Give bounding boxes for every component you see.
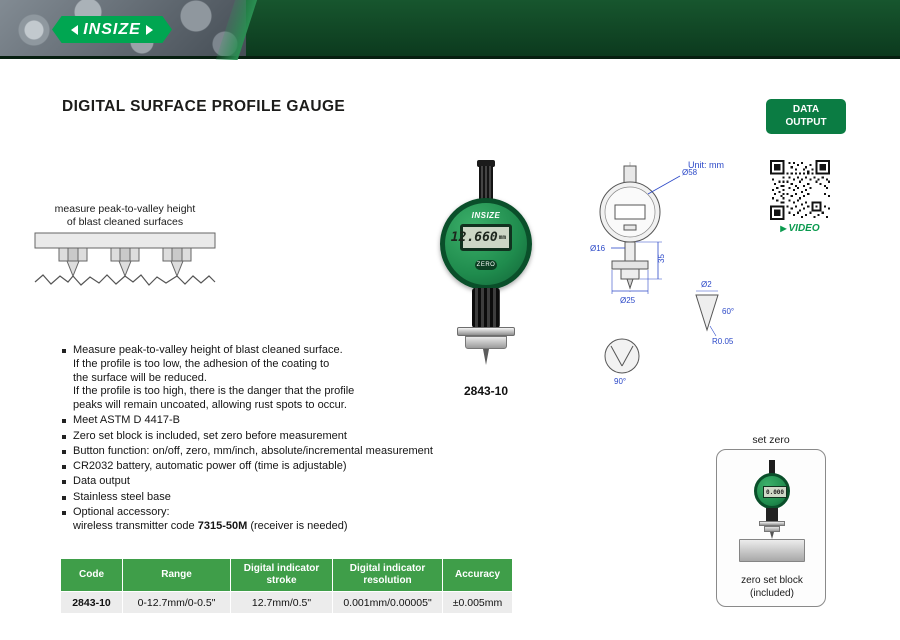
gauge-cap <box>477 160 495 167</box>
bullet-icon <box>62 465 66 469</box>
dim-35: 35 <box>657 254 666 263</box>
bullet-icon <box>62 349 66 353</box>
header-band: INSIZE <box>0 0 900 60</box>
dim-d25: Ø25 <box>620 296 636 305</box>
set-zero-label: set zero <box>752 434 790 446</box>
video-label-text: VIDEO <box>788 223 820 234</box>
feature-text: Stainless steel base <box>73 490 171 503</box>
list-item-optional-accessory: Optional accessory:wireless transmitter … <box>62 506 482 534</box>
bullet-icon <box>62 495 66 500</box>
col-header-resolution: Digital indicator resolution <box>332 558 443 592</box>
bullet-icon <box>62 419 66 424</box>
set-zero-panel: 0.000 zero set block (included) <box>716 449 826 607</box>
bullet-icon <box>62 449 66 454</box>
cell-resolution: 0.001mm/0.00005" <box>332 591 443 614</box>
col-header-accuracy: Accuracy <box>442 558 513 592</box>
cell-accuracy: ±0.005mm <box>442 591 513 614</box>
mini-gauge-base <box>764 526 780 532</box>
insize-logo: INSIZE <box>52 16 172 43</box>
cell-stroke: 12.7mm/0.5" <box>230 591 333 614</box>
blast-surface-drawing <box>34 232 216 286</box>
feature-text: Zero set block is included, set zero bef… <box>73 429 347 442</box>
blast-surface-illustration <box>33 230 217 302</box>
table-row: 2843-10 0-12.7mm/0-0.5" 12.7mm/0.5" 0.00… <box>60 591 513 614</box>
bullet-icon <box>62 510 66 515</box>
feature-list: Measure peak-to-valley height of blast c… <box>62 344 482 535</box>
qr-code-graphic <box>770 160 830 220</box>
feature-text: Data output <box>73 475 130 488</box>
feature-text: Button function: on/off, zero, mm/inch, … <box>73 444 433 457</box>
col-header-code: Code <box>60 558 123 592</box>
mini-gauge-flange <box>759 521 785 526</box>
list-item: Stainless steel base <box>62 491 482 505</box>
dim-90: 90° <box>614 377 626 386</box>
mini-gauge-tip <box>770 532 774 539</box>
optional-accessory-code: 7315-50M <box>197 519 248 532</box>
gauge-contact-tip <box>483 349 489 365</box>
product-code-label: 2843-10 <box>463 384 509 398</box>
data-output-badge: DATA OUTPUT <box>766 99 846 134</box>
dim-r005: R0.05 <box>712 337 734 346</box>
list-item: Zero set block is included, set zero bef… <box>62 430 482 444</box>
feature-text: Measure peak-to-valley height of blast c… <box>73 344 355 411</box>
table-header-row: Code Range Digital indicator stroke Digi… <box>60 558 513 592</box>
list-item: Measure peak-to-valley height of blast c… <box>62 344 482 413</box>
feature-text: CR2032 battery, automatic power off (tim… <box>73 460 347 472</box>
set-zero-photo: 0.000 <box>717 458 827 564</box>
col-header-range: Range <box>122 558 231 592</box>
dim-d58: Ø58 <box>682 168 698 177</box>
bullet-icon <box>62 434 66 439</box>
mini-gauge-body: 0.000 <box>754 473 790 509</box>
gauge-collar <box>472 288 500 328</box>
zero-block-caption: zero set block (included) <box>741 575 803 599</box>
bullet-icon <box>62 480 66 485</box>
dim-60: 60° <box>722 307 734 316</box>
col-header-stroke: Digital indicator stroke <box>230 558 333 592</box>
lcd-unit: mm <box>498 234 506 241</box>
cell-code: 2843-10 <box>60 591 123 614</box>
logo-arrow-left-icon <box>71 24 79 35</box>
optional-accessory-prefix: wireless transmitter code <box>73 519 198 532</box>
play-icon: ▶ <box>780 224 787 233</box>
dim-d2: Ø2 <box>701 280 712 289</box>
feature-text: Meet ASTM D 4417-B <box>73 414 180 427</box>
page-title: DIGITAL SURFACE PROFILE GAUGE <box>62 98 346 115</box>
feature-text: Optional accessory:wireless transmitter … <box>73 506 348 534</box>
gauge-base <box>465 336 507 349</box>
list-item: Meet ASTM D 4417-B <box>62 414 482 428</box>
zero-button: ZERO <box>475 260 497 270</box>
optional-accessory-intro: Optional accessory: <box>73 505 170 518</box>
mini-gauge-collar <box>766 508 778 522</box>
mini-gauge-stem <box>769 460 775 474</box>
cell-range: 0-12.7mm/0-0.5" <box>122 591 231 614</box>
unit-note: Unit: mm <box>688 160 724 170</box>
dim-d16: Ø16 <box>590 244 606 253</box>
video-link[interactable]: ▶VIDEO <box>766 223 834 234</box>
zero-set-block <box>739 539 805 562</box>
logo-arrow-right-icon <box>145 24 153 35</box>
gauge-stem <box>479 166 493 200</box>
logo-text: INSIZE <box>83 20 141 38</box>
dimension-drawing: Unit: mm Ø58 Ø16 35 Ø2 <box>590 160 734 386</box>
illustration-caption: measure peak-to-valley height of blast c… <box>54 203 196 229</box>
list-item: CR2032 battery, automatic power off (tim… <box>62 460 482 474</box>
mini-gauge-lcd: 0.000 <box>763 486 787 498</box>
qr-code[interactable] <box>770 160 830 220</box>
list-item: Button function: on/off, zero, mm/inch, … <box>62 445 482 459</box>
gauge-brand-label: INSIZE <box>471 211 501 220</box>
lcd-value: 12.660 <box>450 230 498 245</box>
spec-table: Code Range Digital indicator stroke Digi… <box>60 558 513 614</box>
gauge-base-flange <box>457 327 515 336</box>
list-item: Data output <box>62 475 482 489</box>
optional-accessory-suffix: (receiver is needed) <box>247 519 348 532</box>
technical-drawing: Unit: mm Ø58 Ø16 35 Ø2 <box>584 158 754 420</box>
